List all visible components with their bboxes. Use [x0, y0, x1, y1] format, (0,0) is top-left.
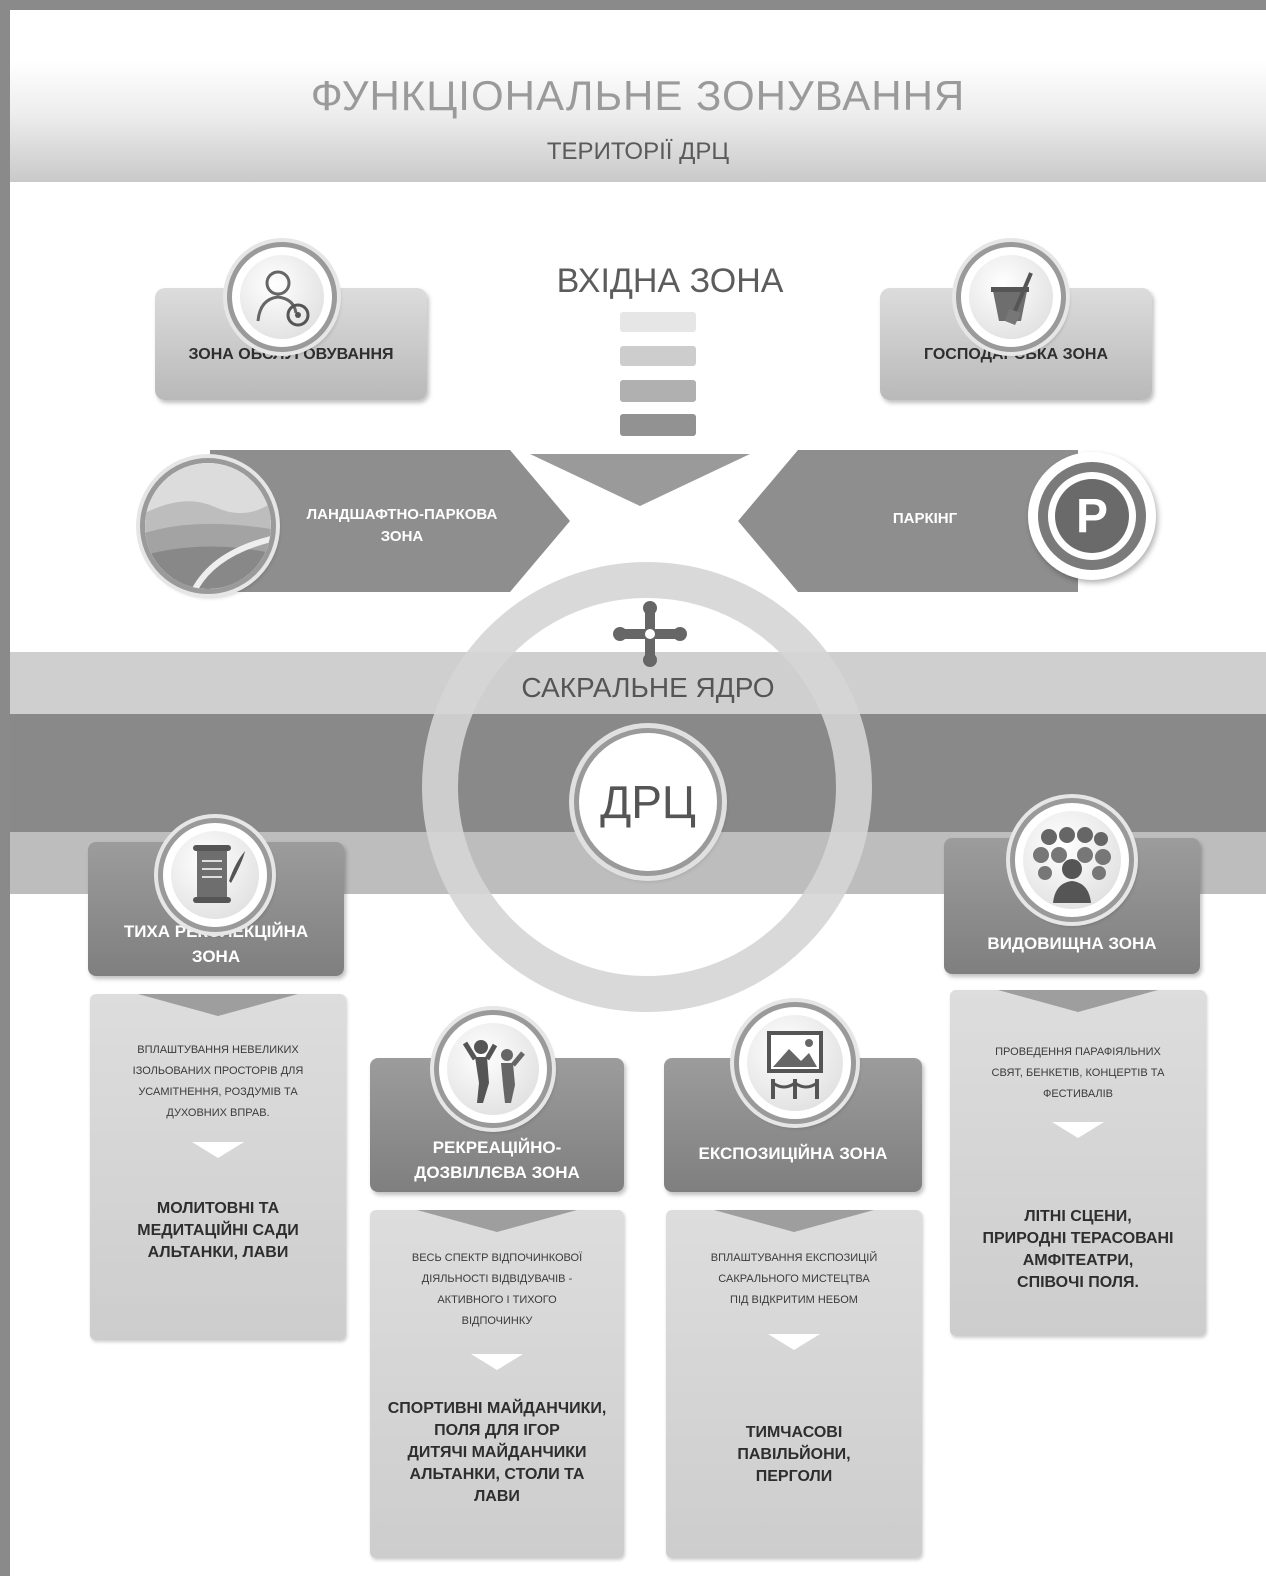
zone-quiet-desc-4: ДУХОВНИХ ВПРАВ. [166, 1107, 270, 1119]
zone-quiet-example-3: АЛЬТАНКИ, ЛАВИ [147, 1244, 289, 1261]
entry-step-4 [620, 414, 696, 436]
zone-recreation-desc-4: ВІДПОЧИНКУ [461, 1315, 533, 1327]
zone-exposition-header: ЕКСПОЗИЦІЙНА ЗОНА [664, 1058, 922, 1192]
entry-arrow [530, 454, 750, 506]
entry-step-3 [620, 380, 696, 402]
parking-label: ПАРКІНГ [892, 510, 958, 527]
zone-spectacle-example-4: СПІВОЧІ ПОЛЯ. [1017, 1274, 1139, 1291]
zone-quiet-desc-1: ВПЛАШТУВАННЯ НЕВЕЛИКИХ [137, 1044, 299, 1056]
zone-exposition-example-2: ПАВІЛЬЙОНИ, [737, 1446, 851, 1463]
zone-spectacle-column: ПРОВЕДЕННЯ ПАРАФІЯЛЬНИХ СВЯТ, БЕНКЕТІВ, … [950, 990, 1206, 1336]
zone-recreation-title-line2: ДОЗВІЛЛЄВА ЗОНА [414, 1163, 580, 1182]
zone-recreation-example-1: СПОРТИВНІ МАЙДАНЧИКИ, [387, 1400, 607, 1417]
sacred-core-label: САКРАЛЬНЕ ЯДРО [521, 672, 775, 703]
zone-exposition-icon-circle [734, 1002, 856, 1124]
people-cheering-icon [447, 1023, 539, 1115]
zone-recreation-example-5: ЛАВИ [474, 1488, 520, 1505]
header-band [10, 60, 1266, 182]
entry-zone-label: ВХІДНА ЗОНА [556, 262, 784, 300]
zone-exposition-desc-1: ВПЛАШТУВАННЯ ЕКСПОЗИЦІЙ [710, 1252, 878, 1264]
service-zone-label: ЗОНА ОБСЛУГОВУВАННЯ [188, 346, 394, 363]
zone-spectacle-title-line1: ВИДОВИЩНА ЗОНА [987, 933, 1157, 953]
zone-spectacle-example-1: ЛІТНІ СЦЕНИ, [1024, 1208, 1132, 1225]
cleaning-bucket-icon [969, 255, 1053, 339]
zone-quiet-title-line2: ЗОНА [191, 947, 241, 966]
scroll-quill-icon [171, 831, 259, 919]
zone-exposition-desc-3: ПІД ВІДКРИТИМ НЕБОМ [730, 1294, 858, 1306]
entry-step-2 [620, 346, 696, 366]
entry-step-1 [620, 312, 696, 332]
zone-exposition-title-line1: ЕКСПОЗИЦІЙНА ЗОНА [698, 1143, 888, 1163]
sacred-band-light [10, 652, 1266, 714]
zone-exposition-desc-2: САКРАЛЬНОГО МИСТЕЦТВА [718, 1273, 870, 1285]
zone-recreation-title-line1: РЕКРЕАЦІЙНО- [432, 1138, 562, 1157]
zone-quiet-desc-2: ІЗОЛЬОВАНИХ ПРОСТОРІВ ДЛЯ [132, 1065, 304, 1077]
zone-recreation-icon-circle [434, 1010, 552, 1128]
page-subtitle: ТЕРИТОРІЇ ДРЦ [546, 138, 730, 165]
zone-quiet-column: ВПЛАШТУВАННЯ НЕВЕЛИКИХ ІЗОЛЬОВАНИХ ПРОСТ… [90, 994, 346, 1340]
zone-recreation-example-4: АЛЬТАНКИ, СТОЛИ ТА [409, 1466, 585, 1483]
drc-label: ДРЦ [600, 776, 696, 828]
exhibition-picture-icon [747, 1015, 843, 1111]
landscape-zone-icon-circle [140, 458, 276, 594]
zone-quiet-example-2: МЕДИТАЦІЙНІ САДИ [137, 1222, 299, 1239]
landscape-zone-label-line2: ЗОНА [380, 528, 424, 545]
landscape-icon [145, 463, 271, 589]
zone-spectacle-icon-circle [1010, 798, 1134, 922]
zone-exposition-column: ВПЛАШТУВАННЯ ЕКСПОЗИЦІЙ САКРАЛЬНОГО МИСТ… [666, 1210, 922, 1558]
zone-exposition-example-3: ПЕРГОЛИ [755, 1468, 833, 1485]
zone-recreation-example-2: ПОЛЯ ДЛЯ ІГОР [434, 1422, 560, 1439]
sacred-ring [422, 562, 872, 1012]
page-title: ФУНКЦІОНАЛЬНЕ ЗОНУВАННЯ [310, 72, 966, 119]
drc-circle: ДРЦ [574, 728, 722, 876]
parking-icon: P [1028, 452, 1156, 580]
zone-recreation-column: ВЕСЬ СПЕКТР ВІДПОЧИНКОВОЇ ДІЯЛЬНОСТІ ВІД… [370, 1210, 624, 1558]
landscape-zone-label-line1: ЛАНДШАФТНО-ПАРКОВА [306, 506, 498, 523]
zone-spectacle-desc-2: СВЯТ, БЕНКЕТІВ, КОНЦЕРТІВ ТА [991, 1067, 1165, 1079]
zone-recreation-example-3: ДИТЯЧІ МАЙДАНЧИКИ [407, 1444, 587, 1461]
zone-quiet-example-1: МОЛИТОВНІ ТА [156, 1200, 280, 1217]
zone-recreation-desc-2: ДІЯЛЬНОСТІ ВІДВІДУВАЧІВ - [421, 1273, 573, 1285]
cross-icon [613, 601, 687, 667]
landscape-zone-arrow [210, 450, 570, 592]
parking-icon-letter: P [1075, 489, 1108, 543]
landscape-zone-label: ЛАНДШАФТНО-ПАРКОВА ЗОНА [272, 504, 532, 548]
zone-exposition-example-1: ТИМЧАСОВІ [745, 1424, 843, 1441]
zone-spectacle-example-2: ПРИРОДНІ ТЕРАСОВАНІ [982, 1230, 1174, 1247]
zone-spectacle-desc-3: ФЕСТИВАЛІВ [1042, 1088, 1114, 1100]
service-zone-icon-circle [227, 242, 337, 352]
service-person-icon [240, 255, 324, 339]
zone-quiet-desc-3: УСАМІТНЕННЯ, РОЗДУМІВ ТА [138, 1086, 298, 1098]
parking-arrow [738, 450, 1078, 592]
zone-recreation-desc-1: ВЕСЬ СПЕКТР ВІДПОЧИНКОВОЇ [411, 1252, 583, 1264]
utility-zone-label: ГОСПОДАРСЬКА ЗОНА [923, 346, 1108, 363]
audience-icon [1023, 811, 1121, 909]
zone-recreation-desc-3: АКТИВНОГО І ТИХОГО [437, 1294, 557, 1306]
utility-zone-icon-circle [956, 242, 1066, 352]
zone-quiet-icon-circle [158, 818, 272, 932]
zone-spectacle-desc-1: ПРОВЕДЕННЯ ПАРАФІЯЛЬНИХ [995, 1046, 1161, 1058]
zone-spectacle-example-3: АМФІТЕАТРИ, [1022, 1252, 1134, 1269]
